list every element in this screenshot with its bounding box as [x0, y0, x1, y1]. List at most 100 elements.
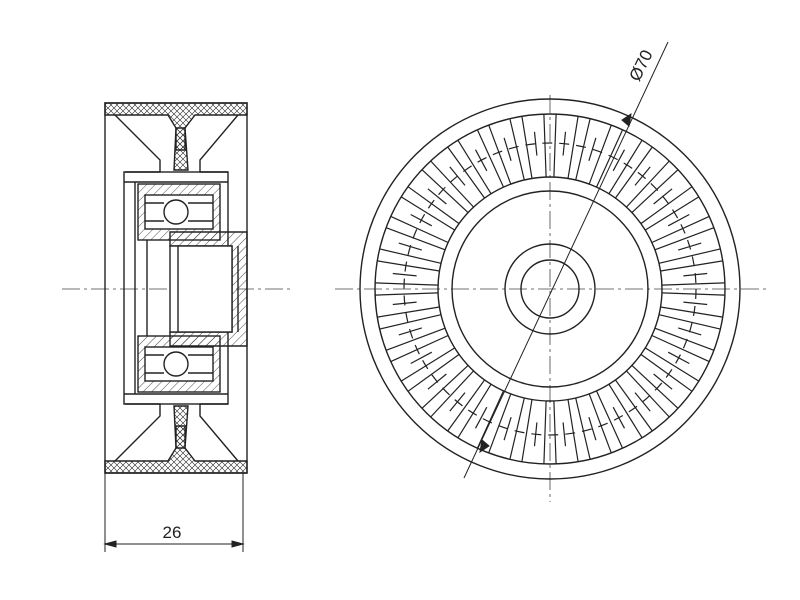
spoke-rib-line: [509, 118, 525, 181]
spoke-rib-line: [567, 116, 579, 179]
spoke-rib-line: [660, 260, 723, 272]
spoke-rib-line: [625, 160, 670, 208]
spoke-rib-line: [390, 334, 449, 363]
spoke-rib-line: [488, 393, 512, 454]
top-flange-left: [114, 114, 161, 173]
spoke-rib-line: [488, 124, 512, 185]
spoke-rib-line: [379, 248, 442, 264]
spoke-rib-line: [421, 364, 469, 409]
spoke-rib-line: [661, 292, 725, 296]
hub-inner-circle: [451, 190, 649, 388]
spoke-rib-line: [407, 186, 460, 225]
bottom-flange-left: [114, 403, 161, 462]
spoke-rib-line: [447, 379, 486, 432]
front-view: [335, 41, 768, 502]
spoke-tie-line: [588, 137, 597, 161]
spoke-ribs: [375, 114, 725, 464]
hub-outer-circle: [437, 176, 663, 402]
spoke-rib-line: [575, 397, 591, 460]
spoke-rib-line: [644, 196, 700, 231]
spoke-rib-line: [660, 306, 723, 318]
outer-rim-circle: [359, 98, 741, 480]
spoke-tie-line: [503, 137, 512, 161]
bottom-flange-right: [199, 403, 239, 462]
lower-bearing: [137, 335, 221, 393]
top-web: [173, 127, 189, 171]
spoke-rib-line: [661, 282, 725, 286]
spoke-tie-line: [427, 188, 447, 205]
spoke-mid-ring: [403, 142, 697, 436]
spoke-rib-line: [509, 397, 525, 460]
spoke-rib-line: [654, 327, 715, 351]
spoke-rib-line: [379, 314, 442, 330]
shaft-bore: [169, 245, 233, 333]
spoke-rib-line: [614, 379, 653, 432]
top-flange-right: [199, 114, 239, 173]
spoke-rib-line: [390, 215, 449, 244]
bore-circle: [520, 259, 580, 319]
spoke-rib-line: [631, 364, 679, 409]
spoke-rib-line: [521, 399, 533, 462]
spoke-rib-line: [595, 129, 624, 188]
bottom-web: [173, 405, 189, 449]
spoke-rib-line: [654, 227, 715, 251]
spoke-rib-line: [640, 353, 693, 392]
spoke-rib-line: [631, 169, 679, 214]
spoke-tie-line: [653, 373, 673, 390]
spoke-rib-line: [543, 114, 547, 178]
spoke-rib-line: [385, 227, 446, 251]
diameter-dimension: [463, 41, 669, 479]
spoke-rib-line: [553, 400, 557, 464]
spoke-rib-line: [640, 186, 693, 225]
spoke-rib-line: [457, 139, 492, 195]
spoke-rib-line: [651, 334, 710, 363]
spoke-rib-line: [476, 129, 505, 188]
spoke-rib-line: [447, 146, 486, 199]
spoke-rib-line: [430, 160, 475, 208]
spoke-rib-line: [421, 169, 469, 214]
spoke-rib-line: [553, 114, 557, 178]
spoke-rib-line: [377, 306, 440, 318]
spoke-rib-line: [385, 327, 446, 351]
spoke-tie-line: [612, 149, 626, 172]
spoke-tie-line: [392, 272, 417, 277]
spoke-tie-line: [588, 417, 597, 441]
spoke-rib-line: [608, 139, 643, 195]
spoke-rib-line: [400, 347, 456, 382]
spoke-rib-line: [407, 353, 460, 392]
spoke-rib-line: [375, 282, 439, 286]
width-dimension: [103, 473, 245, 552]
section-view: [62, 102, 292, 552]
spoke-tie-line: [683, 301, 708, 306]
spoke-rib-line: [614, 146, 653, 199]
spoke-rib-line: [575, 118, 591, 181]
spoke-rib-line: [375, 292, 439, 296]
spoke-tie-line: [667, 213, 690, 227]
spoke-rib-line: [651, 215, 710, 244]
width-dimension-label: 26: [163, 523, 182, 542]
spoke-rib-line: [521, 116, 533, 179]
spoke-tie-line: [410, 351, 433, 365]
spoke-rib-line: [658, 314, 721, 330]
spoke-rib-line: [377, 260, 440, 272]
spoke-tie-line: [533, 131, 538, 156]
spoke-rib-line: [608, 383, 643, 439]
spoke-rib-line: [588, 393, 612, 454]
spoke-rib-line: [430, 370, 475, 418]
spoke-rib-line: [476, 390, 505, 449]
spoke-rib-line: [644, 347, 700, 382]
spoke-rib-line: [400, 196, 456, 231]
spoke-rib-line: [595, 390, 624, 449]
bearing-circle: [504, 243, 596, 335]
spoke-rib-line: [588, 124, 612, 185]
spoke-tie-line: [474, 406, 488, 429]
spoke-tie-line: [562, 422, 567, 447]
spoke-rib-line: [567, 399, 579, 462]
lower-bearing-ball: [163, 351, 189, 377]
spoke-rib-line: [658, 248, 721, 264]
spoke-rib-line: [625, 370, 670, 418]
upper-bearing-ball: [163, 199, 189, 225]
spoke-rib-line: [543, 400, 547, 464]
spoke-rib-line: [457, 383, 492, 439]
